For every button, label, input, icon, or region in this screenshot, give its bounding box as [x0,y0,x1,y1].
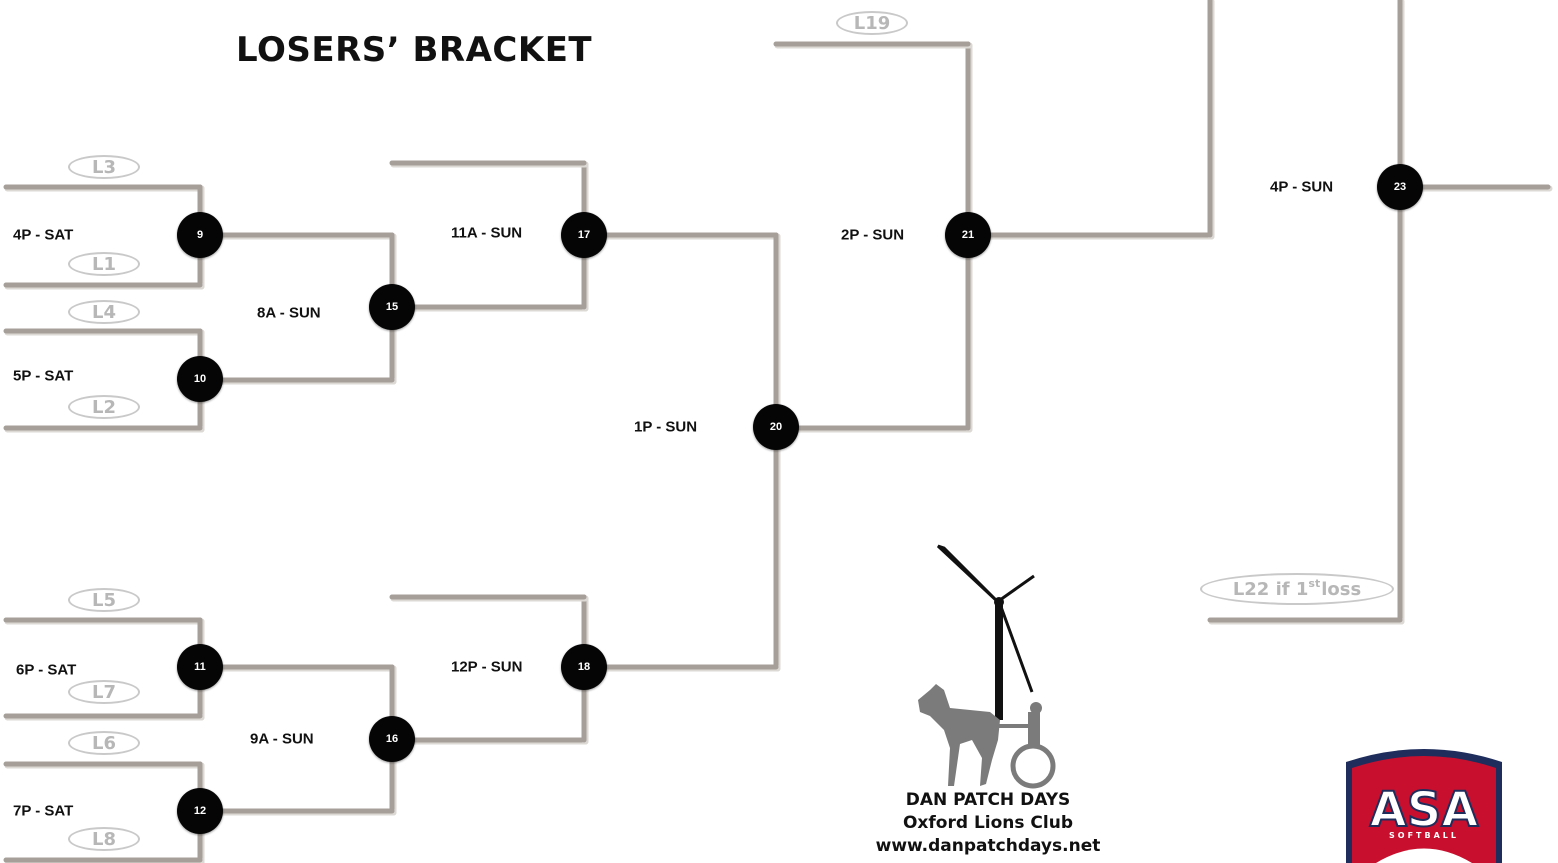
game-10-time: 5P - SAT [13,367,74,385]
game-node-21[interactable]: 21 [945,212,991,258]
game-node-15[interactable]: 15 [369,284,415,330]
game-node-12[interactable]: 12 [177,788,223,834]
source-l1: L1 [68,252,140,276]
source-l3: L3 [68,155,140,179]
asa-sub-text: SOFTBALL [1389,831,1459,840]
source-l5: L5 [68,588,140,612]
logo-line-1: DAN PATCH DAYS [905,790,1071,810]
connector-lines [3,0,1553,863]
dan-patch-logo [918,544,1056,789]
page-title: LOSERS’ BRACKET [236,30,593,70]
game-17-time: 11A - SUN [451,224,523,242]
source-l4: L4 [68,300,140,324]
game-node-18[interactable]: 18 [561,644,607,690]
source-l22-suffix: loss [1321,578,1362,600]
game-node-20[interactable]: 20 [753,404,799,450]
logo-line-2: Oxford Lions Club [902,813,1074,833]
game-node-10[interactable]: 10 [177,356,223,402]
asa-softball-logo: ASA SOFTBALL [1346,749,1502,863]
game-23-time: 4P - SUN [1270,178,1334,196]
turbine-blade-3 [998,603,1034,693]
turbine-blade-1 [936,544,1000,604]
source-l22-sup: st [1308,576,1321,590]
source-l8: L8 [68,827,140,851]
turbine-blade-2 [999,574,1035,602]
game-node-11[interactable]: 11 [177,644,223,690]
source-l6: L6 [68,731,140,755]
game-15-time: 8A - SUN [257,304,321,322]
turbine-tower [995,600,1003,720]
game-12-time: 7P - SAT [13,802,74,820]
source-l7: L7 [68,680,140,704]
turbine-hub [994,597,1004,607]
logo-line-3: www.danpatchdays.net [875,836,1101,856]
game-21-time: 2P - SUN [841,226,905,244]
game-16-time: 9A - SUN [250,730,314,748]
horse-sulky-silhouette [918,684,1056,789]
source-l2: L2 [68,395,140,419]
game-11-time: 6P - SAT [16,661,77,679]
game-node-23[interactable]: 23 [1377,164,1423,210]
source-l22-prefix: L22 if 1 [1232,578,1309,600]
asa-text: ASA [1370,782,1479,838]
game-18-time: 12P - SUN [451,658,523,676]
game-node-16[interactable]: 16 [369,716,415,762]
game-20-time: 1P - SUN [634,418,698,436]
game-node-17[interactable]: 17 [561,212,607,258]
game-9-time: 4P - SAT [13,226,74,244]
game-node-9[interactable]: 9 [177,212,223,258]
source-l19: L19 [836,11,908,35]
